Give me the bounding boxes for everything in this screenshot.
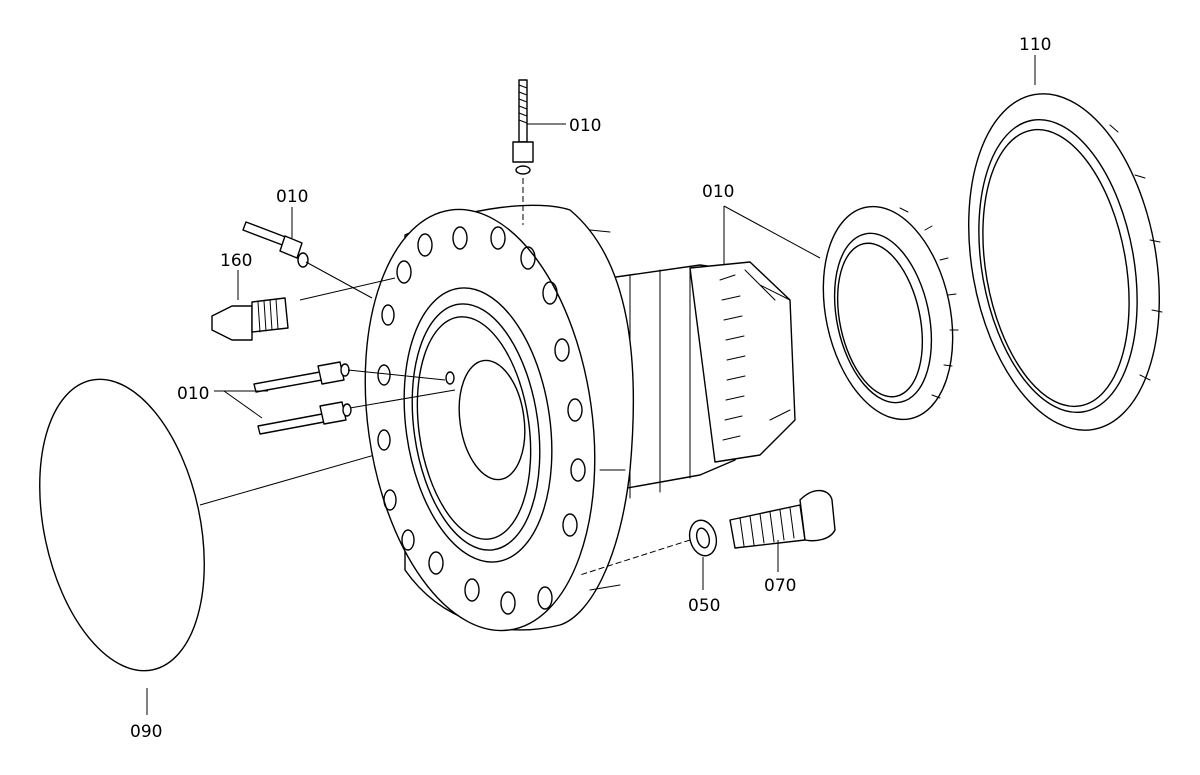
leader-010-pins-axis-a bbox=[347, 369, 446, 381]
label-050: 050 bbox=[688, 596, 720, 616]
label-090: 090 bbox=[130, 722, 162, 742]
label-160: 160 bbox=[220, 251, 252, 271]
label-010-top: 010 bbox=[569, 116, 601, 136]
label-010-upper: 010 bbox=[276, 187, 308, 207]
leader-010-ring-b bbox=[723, 205, 821, 259]
part-090-o-ring bbox=[39, 378, 205, 672]
leader-010-pins-b bbox=[223, 390, 263, 419]
label-010-pins: 010 bbox=[177, 384, 209, 404]
part-housing bbox=[364, 204, 796, 632]
part-110-ring bbox=[968, 93, 1163, 431]
part-010-pins bbox=[253, 361, 352, 435]
leader-010-upper-axis bbox=[305, 261, 373, 299]
leader-010-pins-axis-b bbox=[349, 389, 456, 409]
label-070: 070 bbox=[764, 576, 796, 596]
part-160-plug bbox=[211, 297, 289, 341]
label-010-ring: 010 bbox=[702, 182, 734, 202]
part-070-screw bbox=[729, 489, 836, 549]
part-050-washer bbox=[688, 519, 718, 557]
leader-160-axis bbox=[299, 277, 396, 301]
label-110: 110 bbox=[1019, 35, 1051, 55]
part-010-nut-ring bbox=[822, 205, 959, 421]
leader-050-axis bbox=[579, 539, 691, 576]
part-010-upper-bolt bbox=[242, 221, 309, 268]
part-010-top-bolt bbox=[512, 79, 534, 175]
